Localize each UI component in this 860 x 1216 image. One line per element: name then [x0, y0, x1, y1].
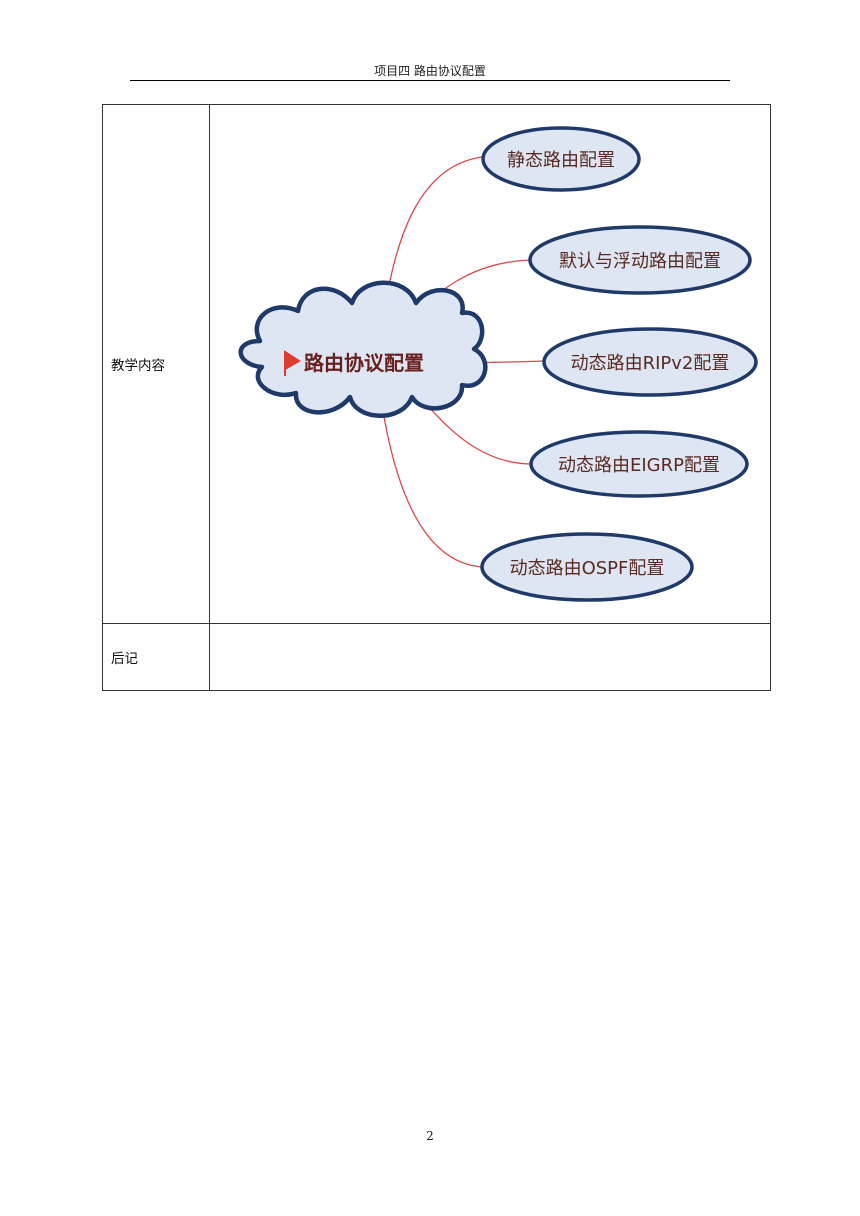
- mindmap-branch-5: 动态路由OSPF配置: [480, 532, 694, 602]
- center-node-label: 路由协议配置: [304, 351, 424, 375]
- branch-node-shape: [529, 430, 749, 498]
- page-header-title: 项目四 路由协议配置: [374, 64, 486, 78]
- branch-label-ospf: 动态路由OSPF配置: [510, 558, 665, 579]
- table-row-content: 教学内容 路由协议配置: [102, 104, 771, 624]
- mindmap-branch-3: 动态路由RIPv2配置: [542, 327, 758, 397]
- mindmap-branch-1: 静态路由配置: [481, 126, 641, 192]
- page-number: 2: [426, 1129, 434, 1143]
- branch-label-ripv2: 动态路由RIPv2配置: [571, 353, 730, 374]
- mindmap-cell: 路由协议配置 静态路由配置 默认与浮动路由配置 动态路由RIPv2配置: [209, 104, 771, 624]
- branch-node-shape: [528, 225, 752, 295]
- teaching-content-label: 教学内容: [102, 104, 210, 624]
- table-row-notes: 后记: [102, 623, 771, 691]
- notes-label: 后记: [102, 623, 210, 691]
- mindmap-center-node: 路由协议配置: [238, 280, 488, 418]
- branch-node-shape: [542, 327, 758, 397]
- notes-content: [209, 623, 771, 691]
- lesson-table: 教学内容 路由协议配置: [102, 104, 771, 691]
- branch-label-default-floating-route: 默认与浮动路由配置: [559, 251, 721, 272]
- branch-label-eigrp: 动态路由EIGRP配置: [558, 455, 720, 476]
- branch-node-shape: [481, 126, 641, 192]
- cloud-shape: [238, 280, 488, 418]
- mindmap-link-5: [381, 404, 483, 568]
- flag-icon: [284, 350, 301, 376]
- mindmap-branch-4: 动态路由EIGRP配置: [529, 430, 749, 498]
- mindmap: 路由协议配置 静态路由配置 默认与浮动路由配置 动态路由RIPv2配置: [238, 126, 758, 602]
- mindmap-branch-2: 默认与浮动路由配置: [528, 225, 752, 295]
- branch-label-static-route: 静态路由配置: [507, 150, 615, 171]
- header-rule: [130, 80, 730, 81]
- branch-node-shape: [480, 532, 694, 602]
